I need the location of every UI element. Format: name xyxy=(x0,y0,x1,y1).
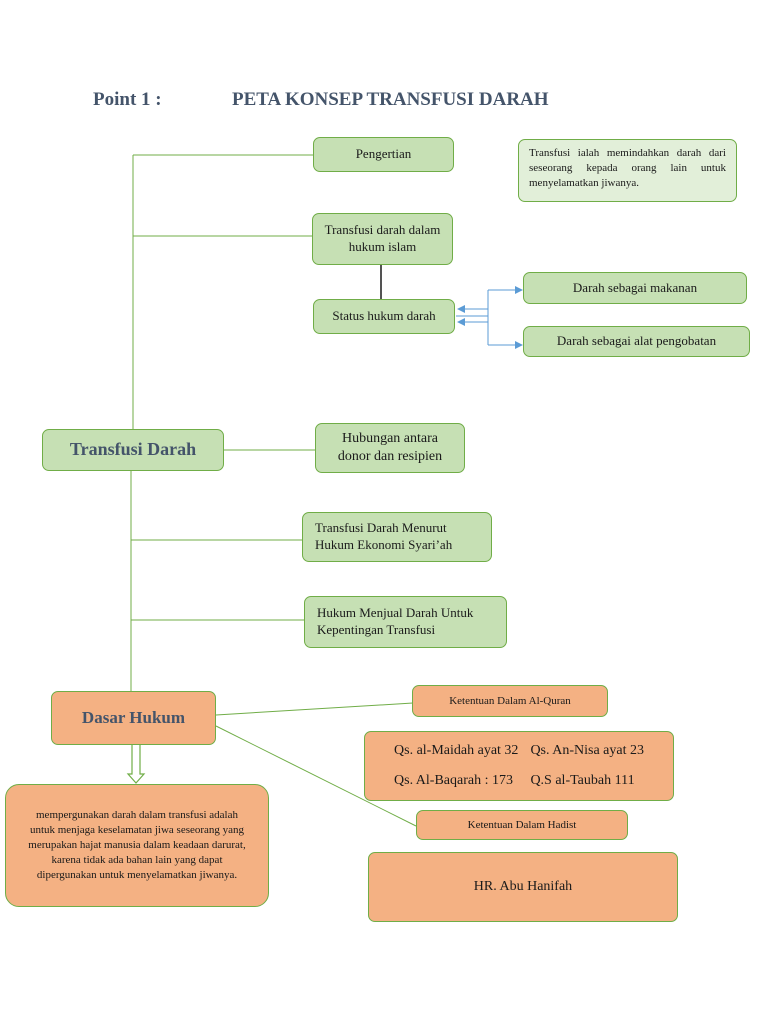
node-pengobatan-label: Darah sebagai alat pengobatan xyxy=(556,333,717,349)
node-quran[interactable]: Ketentuan Dalam Al-Quran xyxy=(412,685,608,717)
node-menjual-label: Hukum Menjual Darah Untuk Kepentingan Tr… xyxy=(317,605,474,637)
node-hadist-ref[interactable]: HR. Abu Hanifah xyxy=(368,852,678,922)
node-quran-label: Ketentuan Dalam Al-Quran xyxy=(449,694,571,707)
node-reason-text: mempergunakan darah dalam transfusi adal… xyxy=(28,809,246,881)
node-ekonomi-label: Transfusi Darah Menurut Hukum Ekonomi Sy… xyxy=(315,520,453,552)
node-dasar-hukum[interactable]: Dasar Hukum xyxy=(51,691,216,745)
node-pengertian-label: Pengertian xyxy=(355,146,412,162)
node-hukum-islam-label: Transfusi darah dalam hukum islam xyxy=(324,222,441,254)
node-definition[interactable]: Transfusi ialah memindahkan darah dari s… xyxy=(518,139,737,202)
node-status-hukum[interactable]: Status hukum darah xyxy=(313,299,455,334)
link-hadist xyxy=(215,725,417,827)
node-makanan-label: Darah sebagai makanan xyxy=(572,279,698,295)
node-hadist[interactable]: Ketentuan Dalam Hadist xyxy=(416,810,628,840)
node-reason[interactable]: mempergunakan darah dalam transfusi adal… xyxy=(5,784,269,907)
node-main-transfusi-darah[interactable]: Transfusi Darah xyxy=(42,429,224,471)
quran-ref: Qs. al-Maidah ayat 32 xyxy=(394,742,519,758)
node-hadist-label: Ketentuan Dalam Hadist xyxy=(467,818,577,831)
node-dasar-hukum-label: Dasar Hukum xyxy=(81,707,186,727)
down-arrow xyxy=(126,745,146,784)
quran-ref: Qs. An-Nisa ayat 23 xyxy=(530,742,644,758)
quran-ref: Qs. Al-Baqarah : 173 xyxy=(394,773,513,788)
node-definition-text: Transfusi ialah memindahkan darah dari s… xyxy=(529,147,726,189)
node-menjual[interactable]: Hukum Menjual Darah Untuk Kepentingan Tr… xyxy=(304,596,507,648)
link-quran xyxy=(215,702,414,716)
node-pengertian[interactable]: Pengertian xyxy=(313,137,454,172)
node-ekonomi[interactable]: Transfusi Darah Menurut Hukum Ekonomi Sy… xyxy=(302,512,492,562)
node-hadist-ref-label: HR. Abu Hanifah xyxy=(473,878,573,894)
node-pengobatan[interactable]: Darah sebagai alat pengobatan xyxy=(523,326,750,357)
point-label: Point 1 : xyxy=(93,89,162,110)
node-hukum-islam[interactable]: Transfusi darah dalam hukum islam xyxy=(312,213,453,265)
node-status-hukum-label: Status hukum darah xyxy=(332,308,436,324)
node-hubungan-label: Hubungan antara donor dan resipien xyxy=(337,430,443,464)
page-title: PETA KONSEP TRANSFUSI DARAH xyxy=(232,89,549,110)
node-makanan[interactable]: Darah sebagai makanan xyxy=(523,272,747,304)
quran-ref: Q.S al-Taubah 111 xyxy=(530,773,635,788)
node-main-label: Transfusi Darah xyxy=(69,439,197,460)
node-quran-refs[interactable]: Qs. al-Maidah ayat 32 Qs. An-Nisa ayat 2… xyxy=(364,731,674,801)
node-hubungan[interactable]: Hubungan antara donor dan resipien xyxy=(315,423,465,473)
quran-refs-list: Qs. al-Maidah ayat 32 Qs. An-Nisa ayat 2… xyxy=(394,742,644,790)
